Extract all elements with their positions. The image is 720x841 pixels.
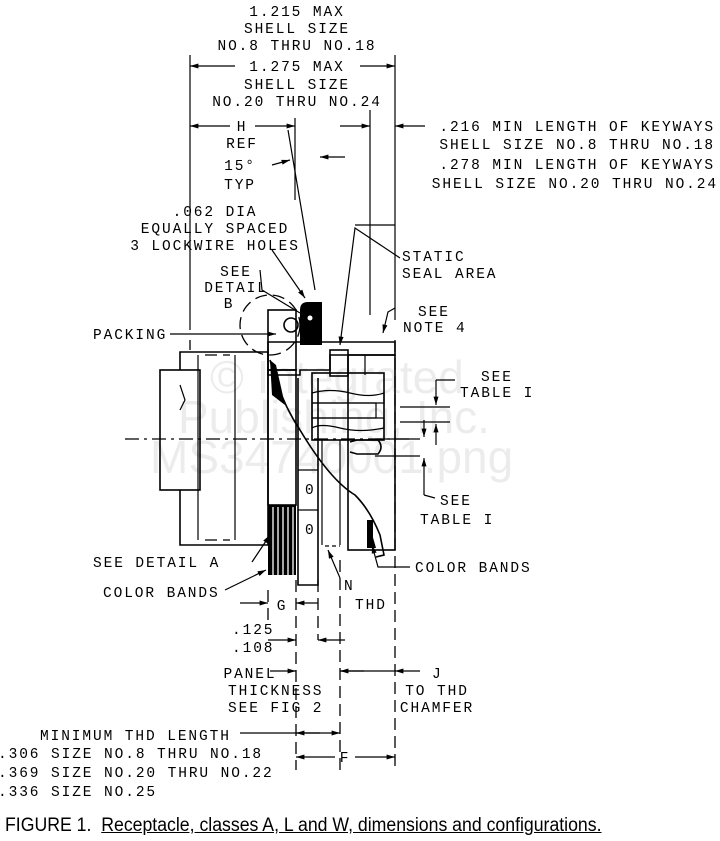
- keyway-278-size: SHELL SIZE NO.20 THRU NO.24: [432, 177, 718, 193]
- panel-label: SEE FIG 2: [228, 701, 323, 717]
- annotations: 1.215 MAX SHELL SIZE NO.8 THRU NO.18 1.2…: [0, 5, 718, 801]
- see-table-label: TABLE I: [460, 386, 534, 402]
- extension-lines: [189, 55, 396, 770]
- dim-h: H: [237, 120, 248, 136]
- watermark-line: Publishing, Inc.: [178, 391, 490, 443]
- dim-n: N: [344, 579, 355, 595]
- dim-1275-max: 1.275 MAX: [249, 60, 344, 76]
- thd-length-row: .336 SIZE NO.25: [0, 785, 157, 801]
- detail-b-label: SEE: [220, 265, 252, 281]
- see-note-label: SEE: [418, 305, 450, 321]
- see-note-label: NOTE 4: [403, 321, 467, 337]
- figure-caption: FIGURE 1. Receptacle, classes A, L and W…: [5, 815, 602, 837]
- lockwire-label: 3 LOCKWIRE HOLES: [130, 239, 300, 255]
- see-detail-a-label: SEE DETAIL A: [93, 556, 220, 572]
- dim-range: NO.20 THRU NO.24: [212, 95, 382, 111]
- dimension-lines: [190, 63, 455, 760]
- thd-length-row: .369 SIZE NO.20 THRU NO.22: [0, 766, 274, 782]
- dim-f: F: [340, 751, 351, 767]
- keyway-216-size: SHELL SIZE NO.8 THRU NO.18: [439, 138, 715, 154]
- dim-g: G: [277, 599, 288, 615]
- leader-lines: [170, 224, 410, 591]
- lockwire-label: EQUALLY SPACED: [141, 222, 289, 238]
- dim-108: .108: [232, 641, 274, 657]
- dim-j: J: [432, 667, 443, 683]
- detail-b-label: B: [224, 297, 235, 313]
- dim-1215-max: 1.215 MAX: [249, 5, 344, 21]
- detail-b-label: DETAIL: [204, 281, 268, 297]
- keyway-216: .216 MIN LENGTH OF KEYWAYS: [439, 120, 715, 136]
- static-seal-label: SEAL AREA: [402, 267, 497, 283]
- see-table-label: TABLE I: [420, 513, 494, 529]
- dim-typ: TYP: [224, 178, 256, 194]
- dim-range: NO.8 THRU NO.18: [217, 39, 376, 55]
- panel-label: PANEL: [223, 667, 276, 683]
- chamfer-label: CHAMFER: [400, 701, 474, 717]
- dim-angle: 15°: [224, 159, 256, 175]
- watermark-line: © Integrated: [210, 351, 464, 403]
- see-table-label: SEE: [440, 494, 472, 510]
- color-bands-label: COLOR BANDS: [415, 561, 532, 577]
- dim-125: .125: [232, 623, 274, 639]
- dim-shell-size: SHELL SIZE: [244, 22, 350, 38]
- packing-label: PACKING: [93, 328, 167, 344]
- connector-body: [125, 294, 410, 586]
- dim-ref: REF: [226, 137, 258, 153]
- static-seal-label: STATIC: [402, 250, 466, 266]
- see-table-label: SEE: [481, 370, 513, 386]
- min-thd-label: MINIMUM THD LENGTH: [40, 729, 231, 745]
- keyway-278: .278 MIN LENGTH OF KEYWAYS: [439, 158, 715, 174]
- watermark-line: MS34740001.png: [150, 431, 513, 483]
- dim-shell-size: SHELL SIZE: [244, 78, 350, 94]
- chamfer-label: TO THD: [405, 684, 469, 700]
- caption-prefix: FIGURE 1.: [5, 815, 92, 836]
- dim-thd: THD: [355, 598, 387, 614]
- thd-length-row: .306 SIZE NO.8 THRU NO.18: [0, 747, 263, 763]
- zero-mark: 0: [305, 523, 316, 539]
- panel-label: THICKNESS: [228, 684, 323, 700]
- zero-mark: 0: [305, 483, 316, 499]
- lockwire-label: .062 DIA: [173, 205, 258, 221]
- color-bands-label: COLOR BANDS: [103, 586, 220, 602]
- watermark: © Integrated Publishing, Inc. MS34740001…: [150, 351, 513, 483]
- caption-title: Receptacle, classes A, L and W, dimensio…: [101, 815, 602, 836]
